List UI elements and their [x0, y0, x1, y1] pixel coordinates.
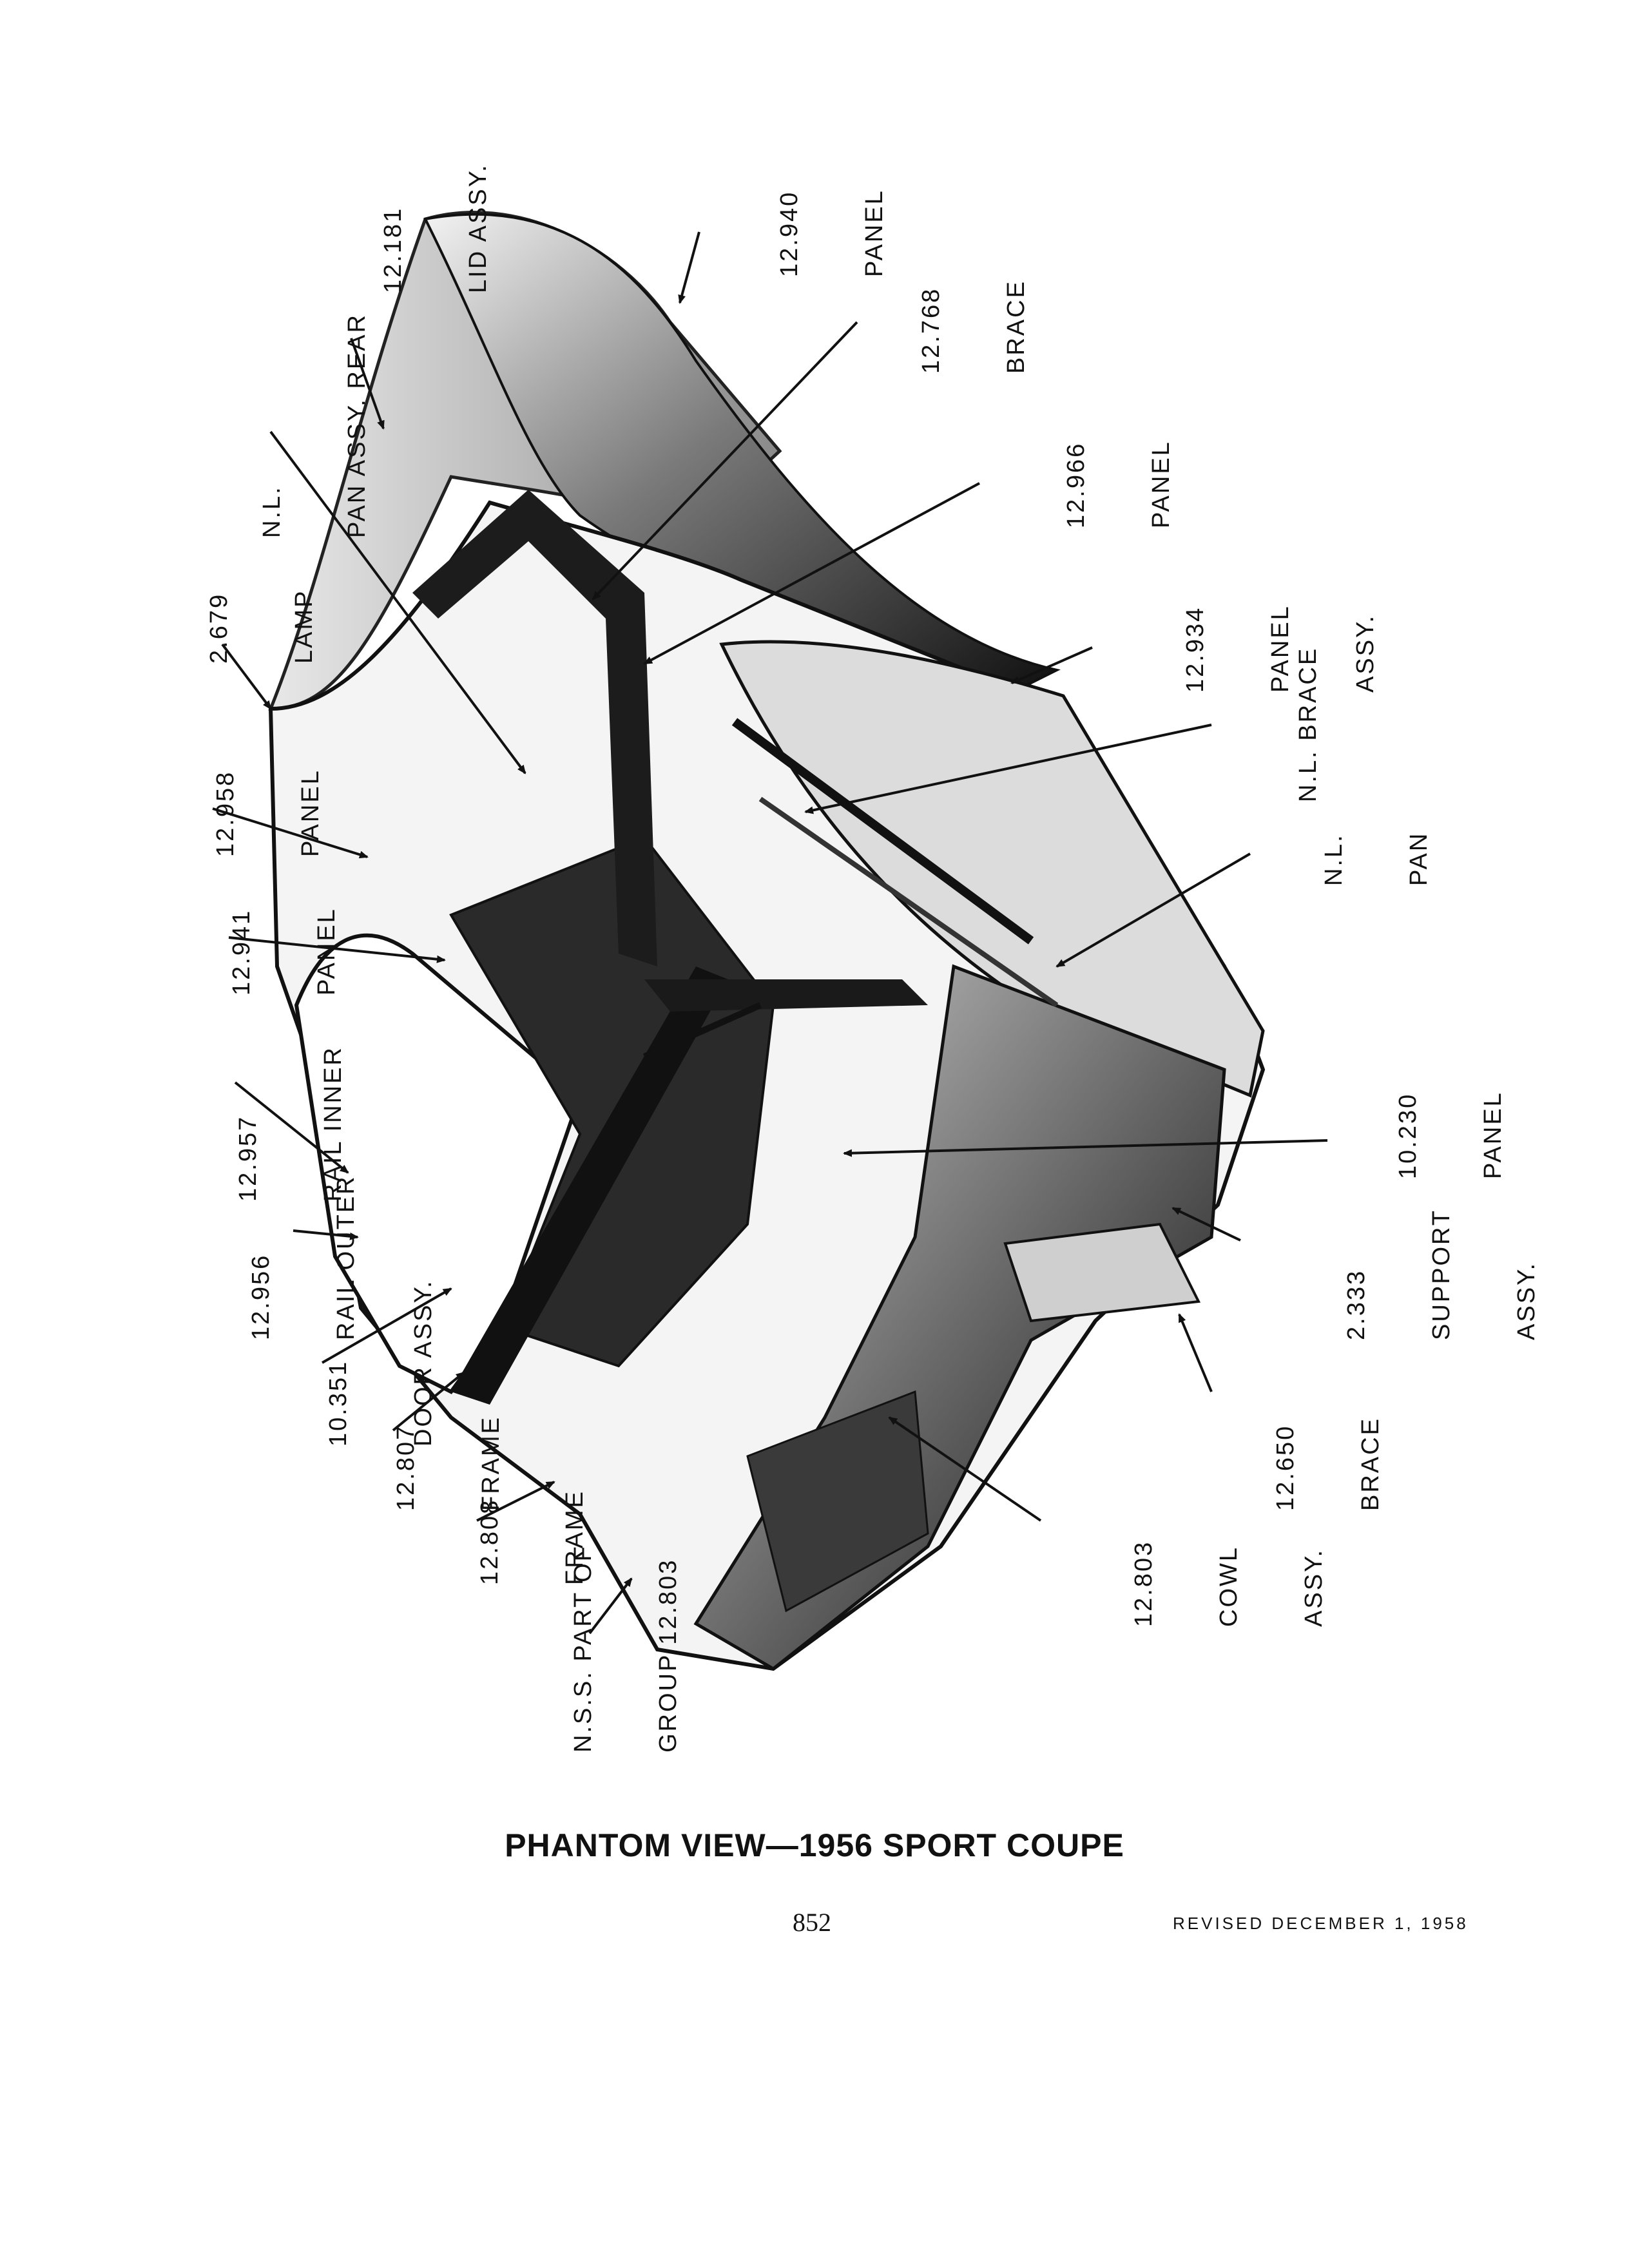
- callout-pan-rear: N.L. PAN ASSY. REAR: [201, 313, 400, 538]
- callout-cowl: 12.803 COWL ASSY.: [1073, 1541, 1356, 1627]
- part-name: PANEL: [861, 189, 888, 277]
- roof-shape: [423, 213, 1061, 711]
- part-name: GROUP 12.803: [655, 1558, 682, 1753]
- part-number: 2.679: [206, 592, 233, 664]
- part-number: 12.940: [776, 190, 803, 277]
- part-name: LID ASSY.: [465, 163, 492, 293]
- part-name: ASSY.: [1300, 1548, 1327, 1627]
- revision-note: REVISED DECEMBER 1, 1958: [1173, 1914, 1469, 1933]
- part-number: N.L.: [1320, 833, 1347, 886]
- part-name: PAN ASSY. REAR: [343, 313, 371, 538]
- part-name: N.S.S. PART OF: [570, 1544, 597, 1753]
- callout-panel-958: 12.958 PANEL: [155, 769, 353, 857]
- callout-nss: N.S.S. PART OF GROUP 12.803: [512, 1544, 711, 1753]
- part-name: ASSY.: [1513, 1261, 1540, 1340]
- part-number: 12.808: [476, 1498, 503, 1585]
- callout-nl-brace: N.L. BRACE: [1237, 647, 1351, 802]
- rear-window-frame-shape: [412, 490, 657, 966]
- part-name: COWL: [1215, 1546, 1242, 1627]
- part-name: ASSY.: [1352, 613, 1379, 693]
- callout-lamp: 2.679 LAMP: [148, 590, 347, 664]
- callout-support: 2.333 SUPPORT ASSY.: [1286, 1209, 1569, 1340]
- part-number: 12.803: [1130, 1540, 1157, 1627]
- part-number: 12.650: [1272, 1424, 1299, 1511]
- part-name: BRACE: [1003, 280, 1030, 374]
- part-name: PANEL: [313, 907, 340, 995]
- callout-brace-650: 12.650 BRACE: [1215, 1417, 1413, 1511]
- part-name: BRACE: [1357, 1417, 1384, 1511]
- support-bracket-shape: [1003, 1222, 1201, 1323]
- callout-brace-768: 12.768 BRACE: [860, 280, 1059, 374]
- part-name: PANEL: [1148, 440, 1175, 528]
- part-number: 12.941: [228, 908, 255, 995]
- part-name: PANEL: [297, 769, 324, 857]
- roof-rail-shape: [644, 979, 928, 1012]
- callout-panel-966: 12.966 PANEL: [1005, 440, 1204, 528]
- callout-lid: 12.181 LID ASSY.: [322, 163, 521, 293]
- part-number: N.L.: [258, 485, 285, 538]
- part-name: LAMP: [291, 589, 318, 664]
- interior-floor-shape: [449, 836, 775, 1368]
- part-number: 12.181: [380, 206, 407, 293]
- part-number: 12.934: [1182, 606, 1209, 693]
- part-number: 12.966: [1063, 441, 1090, 528]
- callout-nl-pan: N.L. PAN: [1263, 832, 1461, 886]
- part-name: PANEL: [1480, 1091, 1507, 1179]
- callout-panel-941: 12.941 PANEL: [171, 907, 369, 995]
- page-number: 852: [793, 1908, 831, 1937]
- part-number: 10.230: [1394, 1092, 1422, 1179]
- callout-panel-940: 12.940 PANEL: [718, 189, 917, 277]
- part-number: 2.333: [1343, 1269, 1370, 1340]
- part-number: 12.958: [212, 770, 239, 857]
- page-title: PHANTOM VIEW—1956 SPORT COUPE: [505, 1827, 1124, 1863]
- part-name: SUPPORT: [1428, 1208, 1455, 1340]
- part-name: N.L. BRACE: [1295, 646, 1322, 802]
- callout-panel-230: 10.230 PANEL: [1337, 1091, 1536, 1179]
- part-number: 12.768: [918, 287, 945, 374]
- pillar-shape: [451, 966, 728, 1405]
- part-name: PAN: [1405, 831, 1432, 886]
- part-number: 12.807: [392, 1424, 419, 1511]
